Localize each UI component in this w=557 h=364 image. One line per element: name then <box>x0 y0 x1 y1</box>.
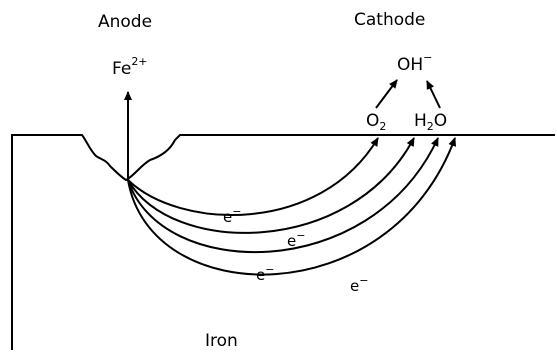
electron-path <box>127 137 415 234</box>
electron-path <box>127 137 439 254</box>
hydroxide-label: OH− <box>397 51 432 75</box>
cathode-label: Cathode <box>354 10 425 30</box>
water-label: H2O <box>414 111 447 133</box>
electron-path <box>127 137 456 276</box>
iron-ion-label: Fe2+ <box>112 55 148 79</box>
electron-label: e− <box>350 274 368 295</box>
oxygen-to-hydroxide-arrow <box>375 79 398 109</box>
electron-path <box>127 137 379 216</box>
iron-surface-outline <box>11 134 555 350</box>
material-label: Iron <box>205 331 238 351</box>
electron-label: e− <box>223 205 241 226</box>
anode-label: Anode <box>98 12 152 32</box>
water-to-hydroxide-arrow <box>426 80 441 109</box>
electron-label: e− <box>256 263 274 284</box>
oxygen-label: O2 <box>366 111 386 133</box>
electron-label: e− <box>287 229 305 250</box>
